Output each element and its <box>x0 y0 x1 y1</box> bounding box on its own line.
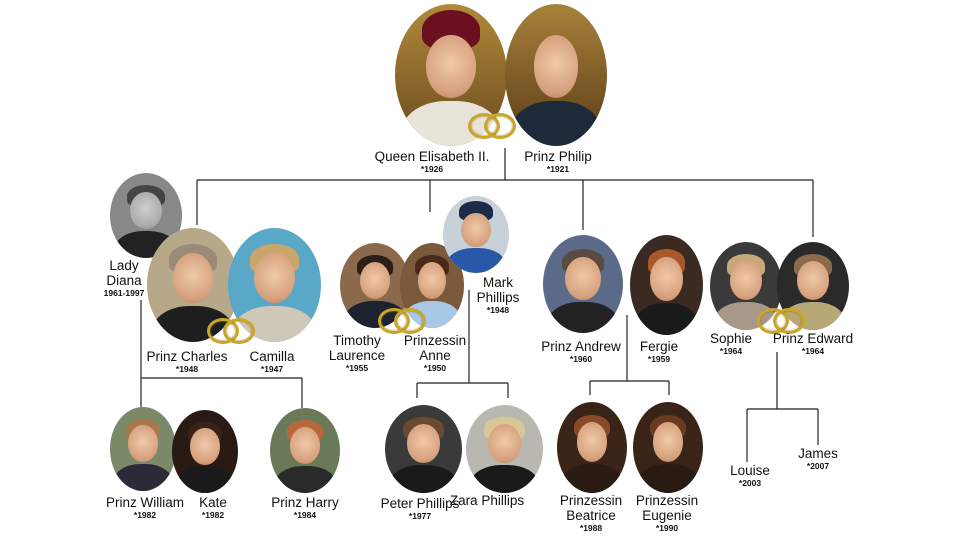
name: Mark <box>483 275 513 290</box>
line-charles-children <box>140 300 303 408</box>
line-andrew-children <box>589 315 670 395</box>
label-william: Prinz William*1982 <box>106 495 184 521</box>
name: Prinzessin <box>403 333 467 348</box>
label-peter: Peter Phillips*1977 <box>381 496 460 522</box>
birth-date: *1964 <box>719 346 743 356</box>
name: Beatrice <box>566 508 616 523</box>
name: Anne <box>419 348 451 363</box>
label-charles: Prinz Charles*1948 <box>146 349 227 375</box>
name: Fergie <box>639 339 679 354</box>
label-sophie: Sophie*1964 <box>710 331 752 357</box>
birth-date: *1960 <box>569 354 593 364</box>
label-edward: Prinz Edward*1964 <box>773 331 853 357</box>
name: Prinz Edward <box>772 331 854 346</box>
name: Zara Phillips <box>449 493 525 508</box>
photo-beatrice <box>557 402 627 493</box>
photo-philip <box>505 4 607 146</box>
birth-date: *1921 <box>546 164 570 174</box>
birth-date: *1964 <box>801 346 825 356</box>
birth-date: *1982 <box>201 510 225 520</box>
name: Peter Phillips <box>380 496 460 511</box>
wedding-rings-icon <box>378 308 426 334</box>
name: Phillips <box>476 290 520 305</box>
name: Prinz Harry <box>271 495 339 510</box>
label-louise: Louise*2003 <box>730 463 770 489</box>
birth-date: *1990 <box>655 523 679 533</box>
line-queen-children <box>196 148 814 237</box>
label-fergie: Fergie*1959 <box>640 339 678 365</box>
label-kate: Kate*1982 <box>199 495 227 521</box>
birth-date: *1948 <box>175 364 199 374</box>
photo-fergie <box>630 235 703 335</box>
birth-date: *1984 <box>293 510 317 520</box>
name: Laurence <box>328 348 386 363</box>
name: Louise <box>730 463 770 478</box>
birth-date: *1926 <box>420 164 444 174</box>
birth-date: *2007 <box>806 461 830 471</box>
label-camilla: Camilla*1947 <box>249 349 294 375</box>
photo-harry <box>270 408 340 493</box>
wedding-rings-icon <box>757 308 805 334</box>
name: Lady <box>109 258 139 273</box>
birth-date: *1947 <box>260 364 284 374</box>
photo-zara <box>466 405 543 493</box>
wedding-rings-icon <box>207 318 255 344</box>
photo-mark <box>443 196 509 273</box>
birth-date: *1948 <box>486 305 510 315</box>
name: Diana <box>106 273 142 288</box>
photo-william <box>110 407 176 491</box>
line-anne-children <box>416 290 509 398</box>
photo-kate <box>172 410 238 493</box>
wedding-rings-icon <box>468 113 516 139</box>
label-philip: Prinz Philip*1921 <box>524 149 592 175</box>
name: James <box>798 446 838 461</box>
birth-date: *1955 <box>345 363 369 373</box>
photo-andrew <box>543 235 623 333</box>
birth-date: *2003 <box>738 478 762 488</box>
name: Camilla <box>249 349 295 364</box>
line-edward-children <box>746 352 819 462</box>
birth-date: *1982 <box>133 510 157 520</box>
name: Prinz Andrew <box>541 339 621 354</box>
life-dates: 1961-1997 <box>103 288 145 298</box>
birth-date: *1977 <box>408 511 432 521</box>
name: Timothy <box>333 333 381 348</box>
birth-date: *1959 <box>647 354 671 364</box>
name: Queen Elisabeth II. <box>374 149 490 164</box>
label-zara: Zara Phillips <box>450 493 524 508</box>
name: Prinz Charles <box>146 349 228 364</box>
name: Prinz Philip <box>524 149 592 164</box>
birth-date: *1988 <box>579 523 603 533</box>
name: Prinzessin <box>635 493 699 508</box>
label-andrew: Prinz Andrew*1960 <box>541 339 621 365</box>
photo-eugenie <box>633 402 703 493</box>
label-james: James*2007 <box>798 446 838 472</box>
name: Kate <box>199 495 227 510</box>
label-harry: Prinz Harry*1984 <box>271 495 339 521</box>
name: Prinzessin <box>559 493 623 508</box>
name: Prinz William <box>105 495 185 510</box>
photo-peter <box>385 405 462 493</box>
birth-date: *1950 <box>423 363 447 373</box>
name: Eugenie <box>642 508 692 523</box>
name: Sophie <box>709 331 753 346</box>
label-queen: Queen Elisabeth II.*1926 <box>375 149 490 175</box>
